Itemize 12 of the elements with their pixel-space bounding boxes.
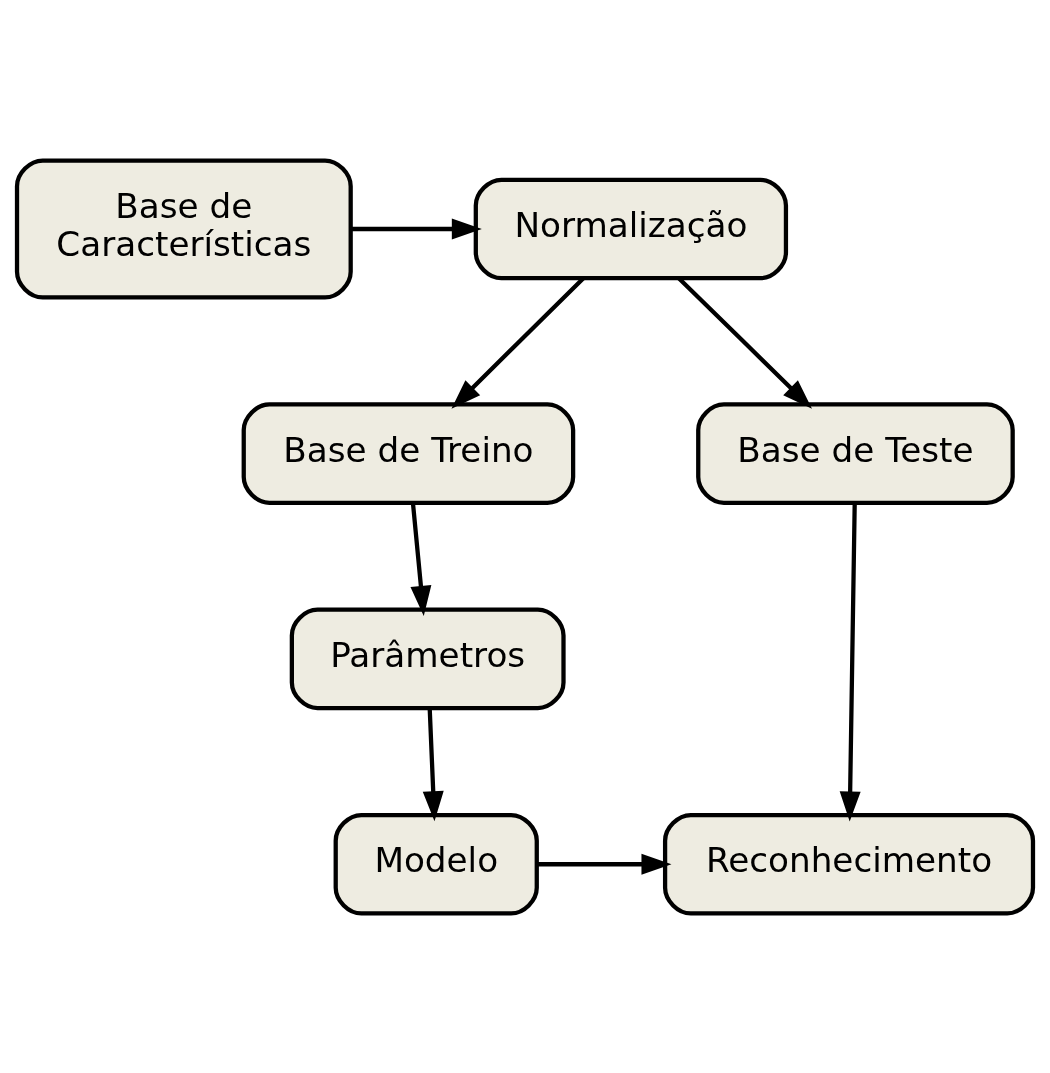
arrow [351, 218, 482, 239]
node-box: Modelo [333, 812, 539, 916]
arrow [537, 853, 672, 875]
arrow [410, 502, 432, 616]
node-box: Parâmetros [289, 607, 566, 710]
arrow [422, 708, 444, 821]
node-box: Base de Teste [696, 401, 1015, 505]
node-box: Base de Treino [241, 401, 576, 505]
node-box: Normalização [473, 177, 789, 280]
arrow [839, 502, 861, 821]
node-box: Reconhecimento [662, 812, 1036, 916]
node-box: Base de Características [14, 157, 353, 300]
